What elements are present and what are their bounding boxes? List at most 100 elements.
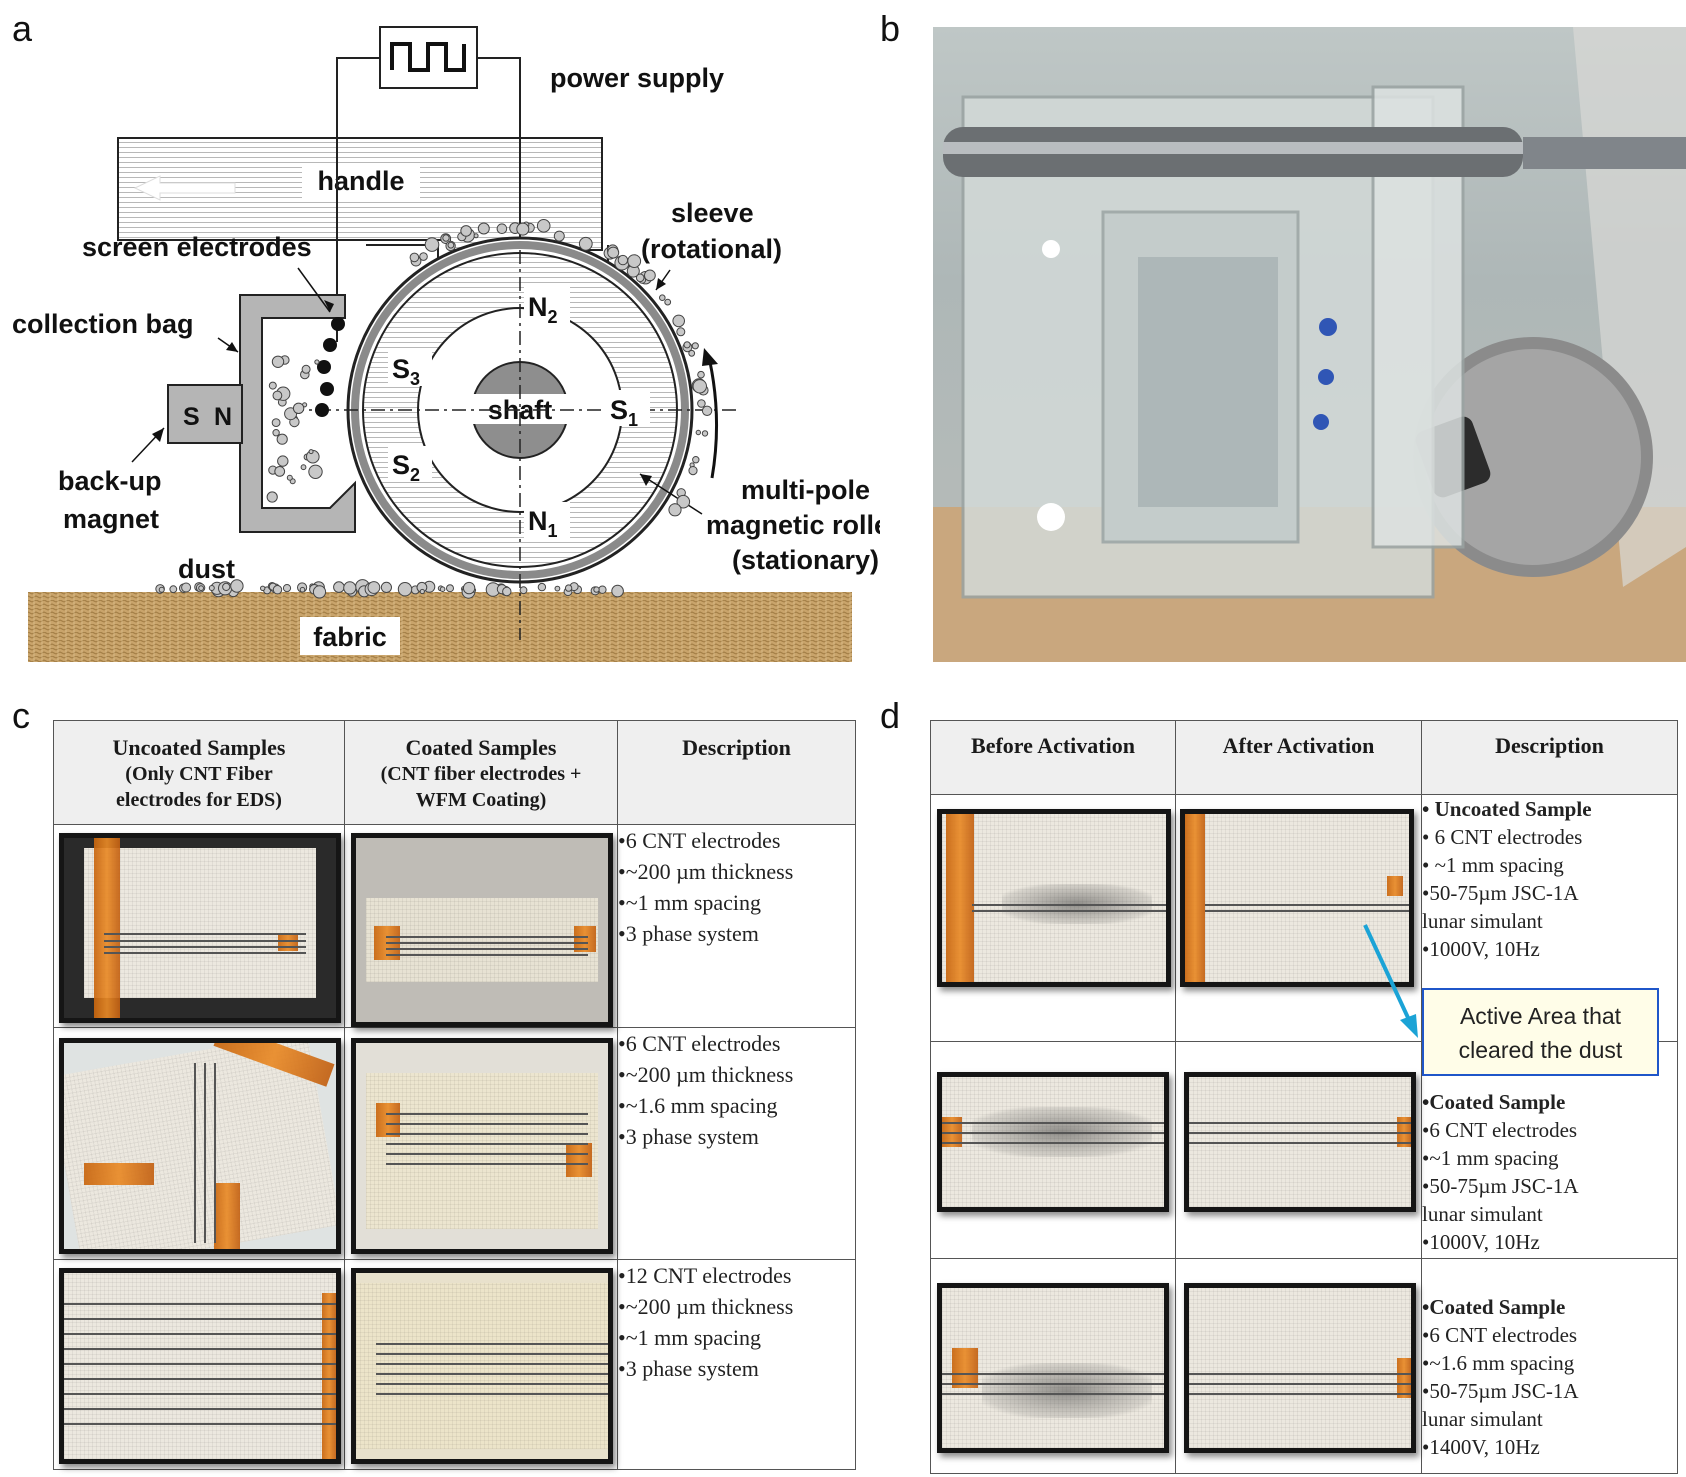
table-d-description-3: •Coated Sample •6 CNT electrodes•~1.6 mm…	[1421, 1258, 1678, 1474]
dust-particle	[409, 252, 420, 263]
table-c-header-uncoated: Uncoated Samples (Only CNT Fiber electro…	[53, 720, 345, 825]
dust-particle	[169, 585, 178, 594]
table-c-description-3: •12 CNT electrodes•~200 µm thickness •~1…	[617, 1259, 856, 1470]
dust-particle	[644, 269, 656, 282]
coated-sample-3-photo	[351, 1268, 613, 1464]
dust-particle	[502, 586, 512, 597]
dust-particle	[688, 466, 698, 476]
dust-particle	[537, 582, 547, 592]
dust-particle	[274, 466, 286, 477]
uncoated-sample-1-photo	[59, 833, 341, 1023]
table-row: • Uncoated Sample • 6 CNT electrodes• ~1…	[930, 794, 1678, 1042]
dust-particle	[300, 464, 307, 471]
table-row: •6 CNT electrodes•~200 µm thickness •~1.…	[53, 1027, 856, 1260]
table-d: Before Activation After Activation Descr…	[930, 720, 1678, 1474]
arrow-left-icon	[133, 175, 236, 201]
label-sleeve-1: sleeve	[671, 198, 754, 228]
dust-particle	[692, 379, 707, 394]
table-row: •Coated Sample •6 CNT electrodes•~1 mm s…	[930, 1041, 1678, 1259]
dust-particle	[282, 584, 292, 593]
svg-text:S2: S2	[392, 450, 420, 485]
label-power-supply: power supply	[550, 63, 724, 93]
table-c-header-coated: Coated Samples (CNT fiber electrodes + W…	[344, 720, 618, 825]
dust-particle	[308, 449, 314, 455]
label-roller-2: magnetic roller	[706, 510, 880, 540]
dust-particle	[230, 579, 244, 593]
before-activation-2-photo	[937, 1072, 1169, 1212]
table-d-description-2: •Coated Sample •6 CNT electrodes•~1 mm s…	[1421, 1041, 1678, 1259]
dust-particle	[701, 405, 713, 416]
table-row: •12 CNT electrodes•~200 µm thickness •~1…	[53, 1259, 856, 1470]
power-supply-box	[379, 26, 478, 89]
dust-particle	[343, 581, 357, 595]
dust-particle	[272, 585, 283, 595]
dust-particle	[553, 230, 565, 242]
magnet-s-label: S	[183, 403, 200, 431]
table-d-header-after: After Activation	[1175, 720, 1422, 795]
table-d-header-description: Description	[1421, 720, 1678, 795]
pole-s3: S3	[388, 350, 432, 389]
after-activation-3-photo	[1184, 1283, 1416, 1453]
dust-particle	[659, 294, 666, 302]
table-row: •6 CNT electrodes•~200 µm thickness •~1 …	[53, 824, 856, 1028]
dust-particle	[676, 494, 691, 509]
dust-particle	[668, 503, 682, 517]
dust-particle	[314, 359, 320, 365]
dust-particle	[442, 234, 450, 242]
fabric-strip	[28, 592, 852, 662]
dust-particle	[292, 402, 305, 414]
dust-particle	[564, 584, 573, 592]
svg-text:N1: N1	[528, 506, 558, 541]
dust-particle	[276, 433, 288, 445]
dust-particle	[424, 237, 440, 252]
dust-particle	[266, 491, 278, 503]
magnet-n-label: N	[214, 403, 232, 431]
dust-particle	[692, 456, 700, 464]
pole-s1: S1	[606, 390, 650, 430]
before-activation-3-photo	[937, 1283, 1169, 1453]
dust-particle	[260, 585, 266, 591]
dust-particle	[578, 236, 593, 251]
active-area-callout: Active Area that cleared the dust	[1422, 988, 1659, 1076]
label-collection-bag: collection bag	[12, 309, 194, 339]
panel-label-a: a	[12, 8, 33, 49]
dust-particle	[683, 341, 691, 349]
dust-particle	[271, 355, 285, 368]
table-c-description-1: •6 CNT electrodes•~200 µm thickness •~1 …	[617, 824, 856, 1028]
dust-particle	[272, 390, 283, 401]
table-row: •Coated Sample •6 CNT electrodes•~1.6 mm…	[930, 1258, 1678, 1474]
dust-particle	[536, 219, 551, 233]
table-c-description-2: •6 CNT electrodes•~200 µm thickness •~1.…	[617, 1027, 856, 1260]
dust-particles	[155, 219, 713, 599]
dust-particle	[367, 581, 381, 594]
panel-label-b: b	[880, 8, 901, 49]
label-backup-magnet-2: magnet	[63, 504, 159, 534]
dust-particle	[439, 586, 446, 593]
dust-removal-schematic: fabric handle power supply shaft N2 S3 S…	[12, 26, 880, 662]
dust-particle	[697, 399, 706, 408]
dust-particle	[301, 364, 311, 374]
dust-particle	[664, 298, 672, 306]
dust-particle	[697, 370, 705, 379]
pole-n2: N2	[524, 287, 570, 327]
dust-particle	[308, 464, 323, 479]
coated-sample-2-photo	[351, 1038, 613, 1254]
screen-electrodes	[315, 317, 345, 417]
svg-text:N2: N2	[528, 292, 558, 327]
rotation-arrow-icon	[708, 361, 719, 479]
table-c: Uncoated Samples (Only CNT Fiber electro…	[53, 720, 856, 1470]
dust-particle	[496, 223, 508, 234]
label-sleeve-2: (rotational)	[641, 234, 782, 264]
label-roller-1: multi-pole	[741, 475, 870, 505]
table-c-header-description: Description	[617, 720, 856, 825]
dust-particle	[688, 349, 696, 357]
svg-text:S3: S3	[392, 354, 420, 389]
dust-particle	[554, 585, 561, 592]
pole-n1: N1	[524, 502, 570, 541]
dust-particle	[419, 252, 428, 261]
label-fabric: fabric	[313, 622, 387, 652]
dust-particle	[271, 418, 281, 428]
dust-particle	[473, 233, 479, 239]
square-wave-icon	[390, 42, 466, 72]
dust-particle	[198, 585, 205, 591]
